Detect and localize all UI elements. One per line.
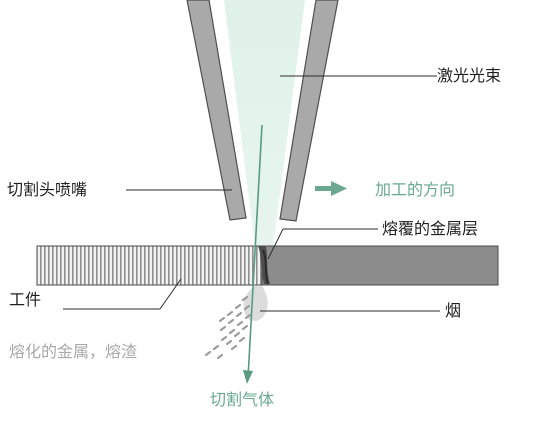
nozzle-right-wall [279, 0, 339, 222]
label-laser-beam: 激光光束 [437, 66, 501, 85]
label-cladding-layer: 熔覆的金属层 [382, 219, 478, 238]
cladding-layer [262, 249, 269, 285]
label-smoke: 烟 [445, 301, 461, 320]
cutting-gas-line [247, 124, 263, 379]
arrow-right-icon [315, 181, 347, 196]
smoke-plume [243, 286, 268, 321]
workpiece-uncut-section [261, 245, 499, 286]
cutting-gas-arrowhead [243, 370, 253, 384]
label-workpiece: 工件 [9, 290, 41, 309]
molten-slag-sparks [204, 295, 252, 360]
nozzle-left-wall [186, 0, 247, 221]
label-cutting-gas: 切割气体 [210, 390, 274, 409]
leader-cladding-diag [267, 228, 284, 260]
leader-workpiece-diag [159, 278, 182, 310]
label-molten-metal: 熔化的金属，熔渣 [9, 342, 137, 361]
workpiece-cut-section [36, 245, 263, 286]
label-cut-direction: 加工的方向 [375, 180, 455, 199]
laser-beam [224, 0, 305, 255]
label-nozzle: 切割头喷嘴 [7, 180, 87, 199]
